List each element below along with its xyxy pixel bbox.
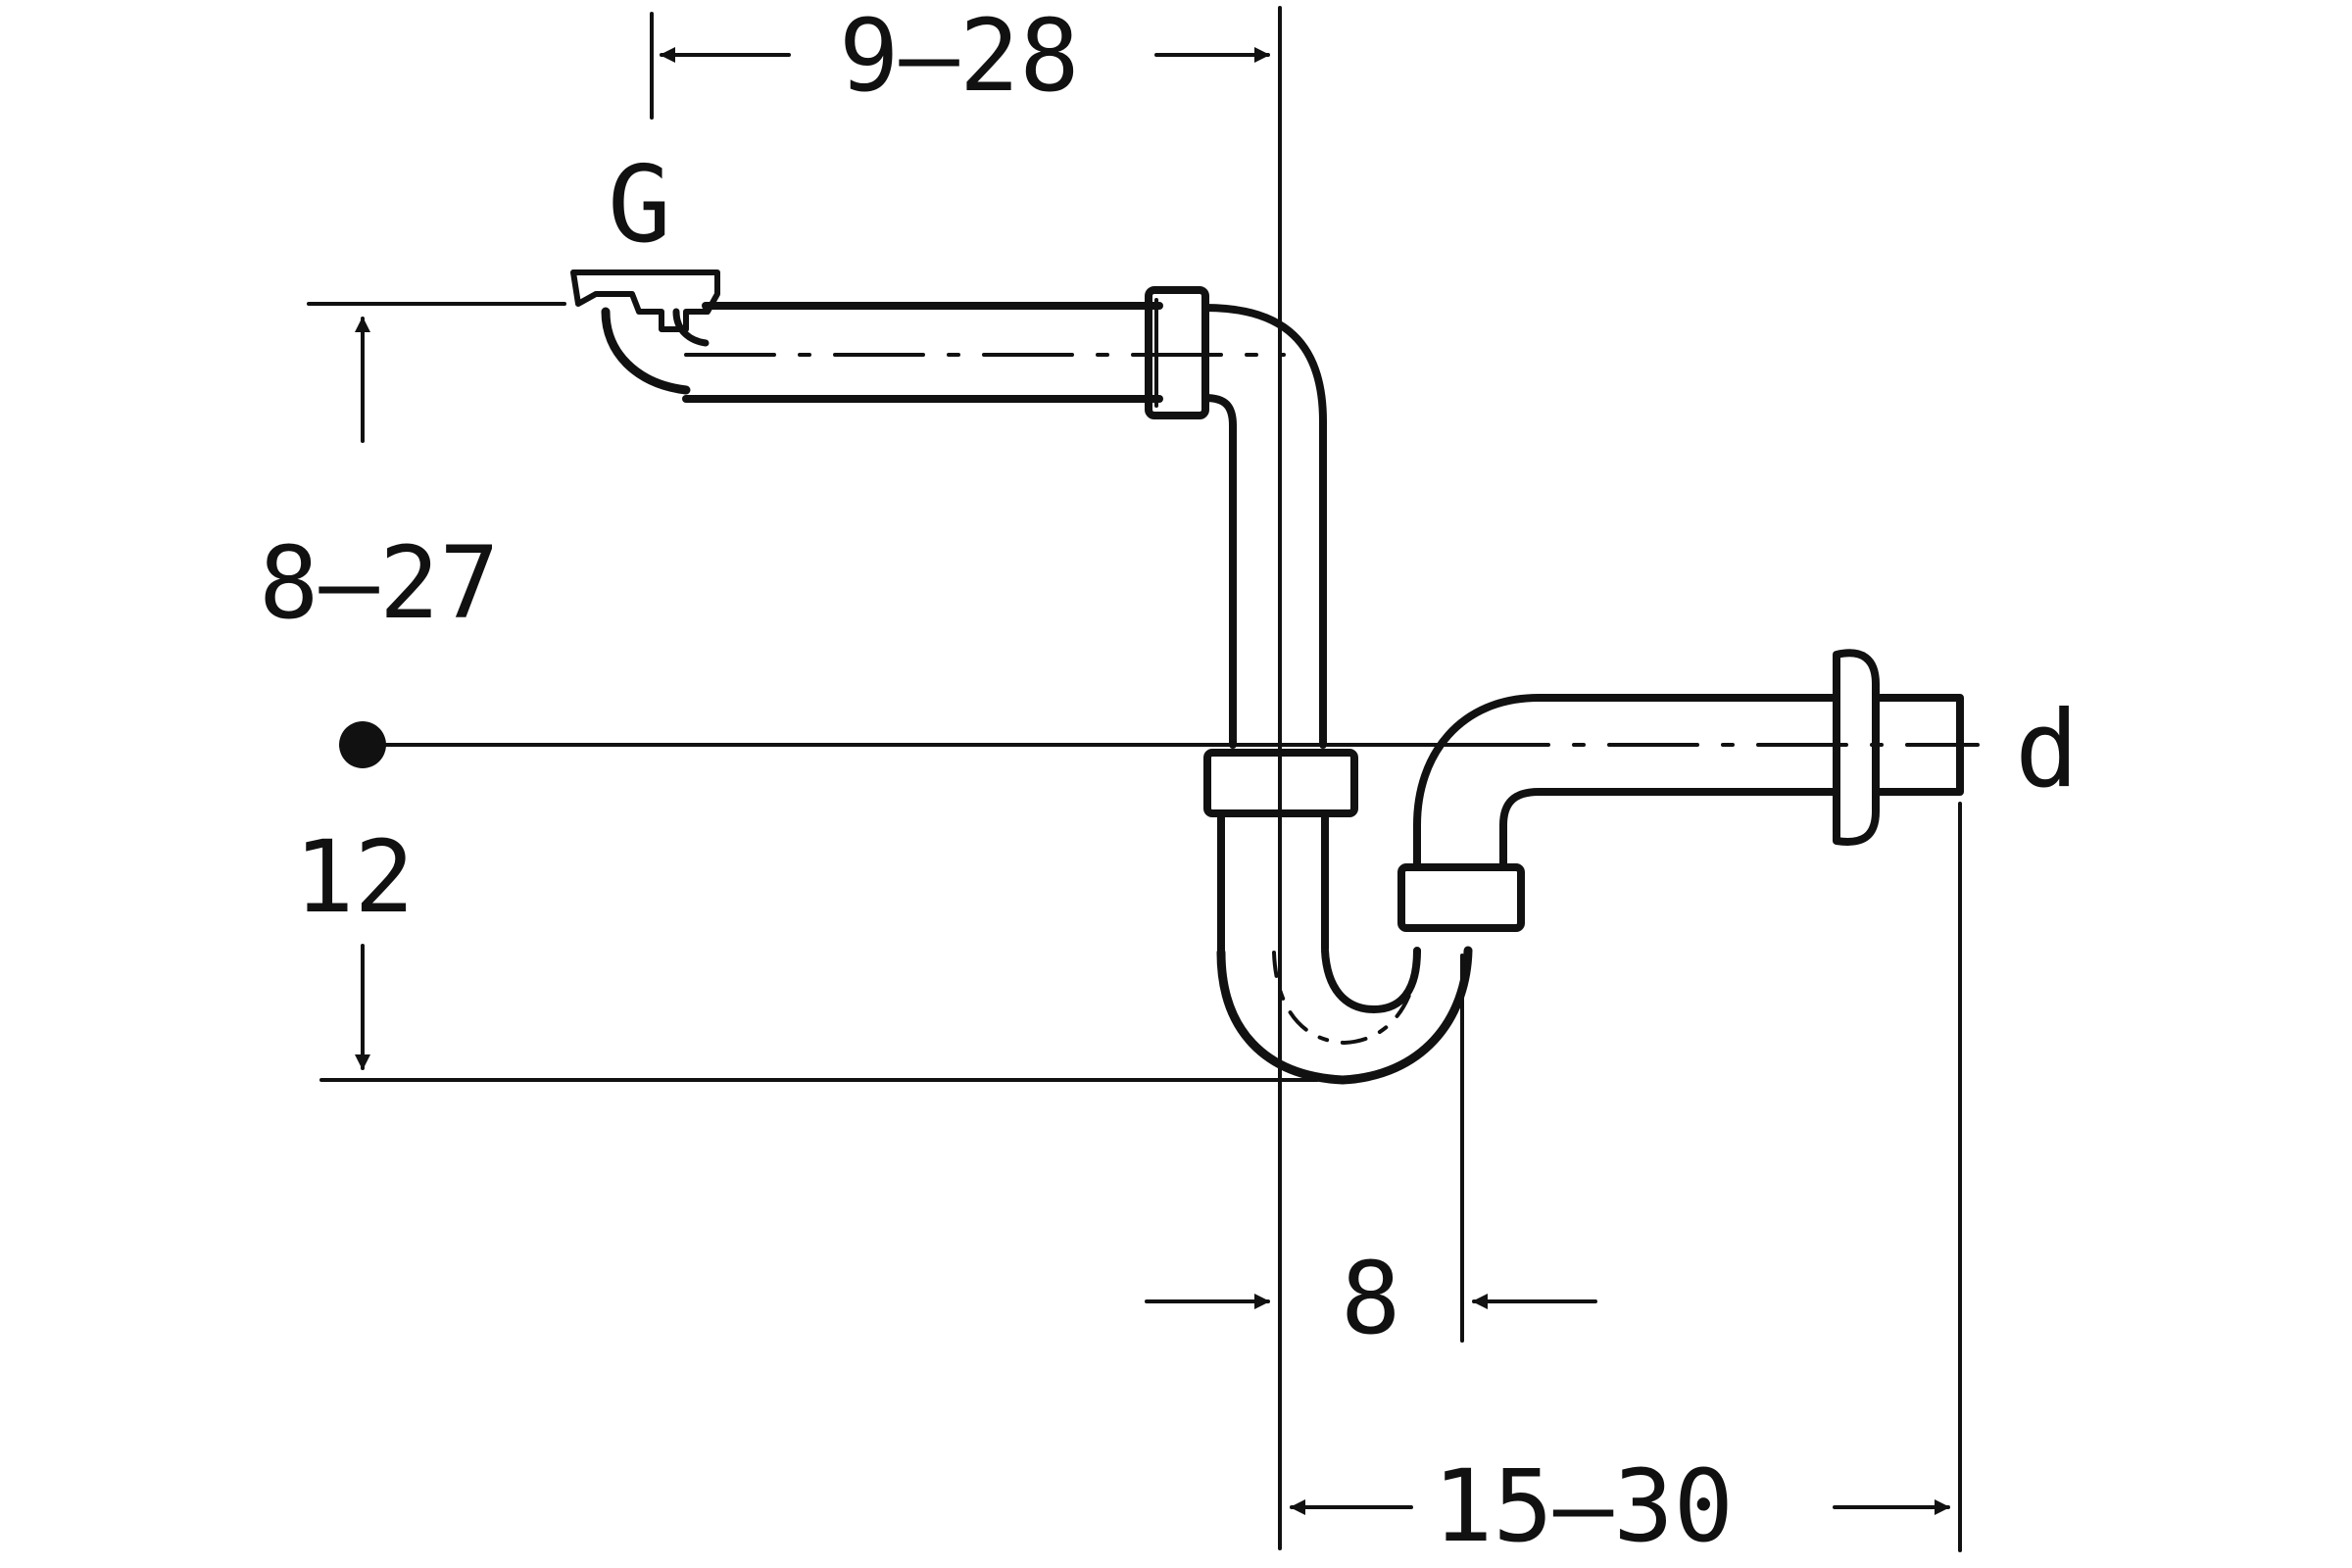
top-dimension-value: 9–28 xyxy=(839,0,1080,115)
right-riser-collar xyxy=(1397,863,1525,932)
trap-u-inner xyxy=(1321,947,1421,1013)
reference-point xyxy=(339,721,386,768)
text-labels: G d 9–28 8–27 12 8 15–30 xyxy=(259,0,2079,1565)
right-riser-outer xyxy=(1413,694,1840,871)
label-g: G xyxy=(608,144,671,267)
bottom-span-dimension-value: 15–30 xyxy=(1433,1448,1734,1565)
inlet-elbow xyxy=(601,307,691,395)
left-height-dimension-value: 8–27 xyxy=(259,525,500,642)
small-bottom-dimension-value: 8 xyxy=(1341,1241,1400,1357)
upper-bend-outer xyxy=(1201,304,1327,749)
right-flange xyxy=(1833,649,1880,846)
upper-bend-inner xyxy=(1201,394,1237,749)
inlet-cap xyxy=(570,270,720,332)
inlet-elbow-inner xyxy=(672,308,710,347)
dimension-lines xyxy=(307,6,1962,1552)
label-d: d xyxy=(2015,689,2079,811)
trap-u-centerline xyxy=(1272,949,1421,1045)
main-pipe-assembly xyxy=(570,270,1964,1085)
right-riser-inner xyxy=(1499,788,1840,871)
trap-u-outer xyxy=(1216,946,1473,1085)
left-lower-dimension-value: 12 xyxy=(294,819,415,936)
centerlines xyxy=(684,353,1980,1109)
